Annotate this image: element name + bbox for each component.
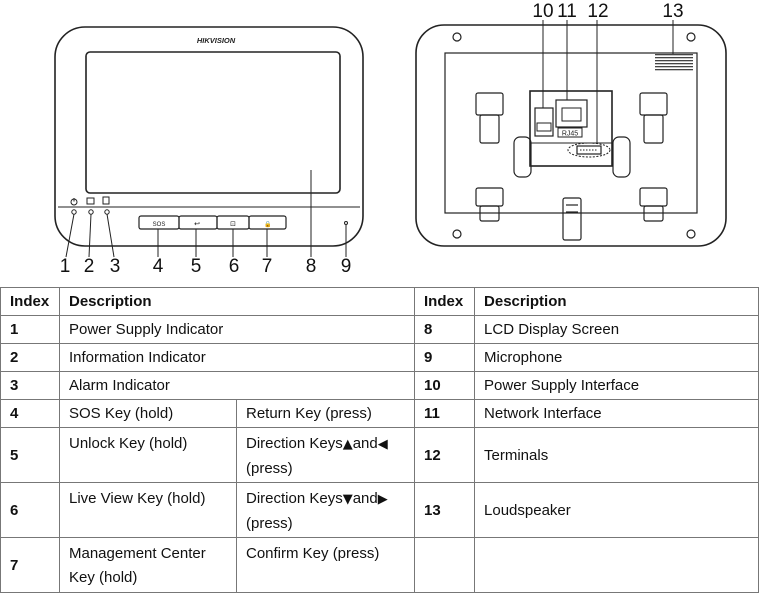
header-index-left: Index <box>0 287 60 316</box>
table-row: 6 Live View Key (hold) Direction Keys▼an… <box>0 482 760 538</box>
right-arrow-icon: ▶ <box>377 492 388 507</box>
callout-12: 12 <box>587 1 608 22</box>
row-detail: Return Key (press) <box>235 399 416 428</box>
rj45-label: RJ45 <box>562 131 578 138</box>
live-view-key-label: ⊡ <box>230 220 236 228</box>
callout-9: 9 <box>341 256 352 277</box>
row-index: 3 <box>0 371 60 400</box>
row-detail-text: Direction Keys <box>246 490 343 507</box>
row-detail-text: and <box>352 435 378 452</box>
row-detail: Confirm Key (press) <box>235 537 416 593</box>
callout-11: 11 <box>557 1 577 22</box>
table-row: 2 Information Indicator 9 Microphone <box>0 343 760 372</box>
row-index: 7 <box>0 537 60 593</box>
rear-plate <box>444 52 698 214</box>
row-description: Information Indicator <box>58 343 416 372</box>
sos-key-label: SOS <box>153 222 166 228</box>
up-arrow-icon: ▲ <box>342 437 353 452</box>
callout-6: 6 <box>229 256 240 277</box>
header-index-right: Index <box>414 287 476 316</box>
row-description: Power Supply Indicator <box>58 315 416 344</box>
row-description: Terminals <box>474 427 760 483</box>
row-index: 13 <box>414 482 476 538</box>
front-housing <box>54 26 364 247</box>
row-index: 6 <box>0 482 60 538</box>
rear-housing <box>415 24 727 247</box>
network-interface <box>555 99 588 128</box>
row-description: SOS Key (hold) <box>59 399 237 428</box>
row-detail-text: and <box>352 490 378 507</box>
row-index: 9 <box>414 343 476 372</box>
terminals <box>576 145 602 155</box>
header-description-right: Description <box>474 287 760 316</box>
header-description-left: Description <box>58 287 416 316</box>
rj45-label-box <box>557 127 583 138</box>
power-supply-interface <box>534 107 554 137</box>
row-index: 12 <box>414 427 476 483</box>
indicator-dot-3 <box>104 209 110 215</box>
row-description: Loudspeaker <box>474 482 760 538</box>
front-panel: HIKVISION SOS ↩ ⊡ 🔒 <box>54 26 364 258</box>
management-key-label: 🔒 <box>264 220 271 228</box>
row-description: Network Interface <box>474 399 760 428</box>
row-index: 1 <box>0 315 60 344</box>
row-description: Power Supply Interface <box>474 371 760 400</box>
row-detail-text: (press) <box>246 515 293 532</box>
row-description: Unlock Key (hold) <box>59 427 237 483</box>
empty-cell <box>474 537 760 593</box>
table-row: 1 Power Supply Indicator 8 LCD Display S… <box>0 315 760 344</box>
row-index: 2 <box>0 343 60 372</box>
interface-block <box>529 90 613 167</box>
table-row: 5 Unlock Key (hold) Direction Keys▲and◀ (… <box>0 427 760 483</box>
callout-4: 4 <box>153 256 164 277</box>
microphone-hole <box>344 221 348 225</box>
callout-3: 3 <box>110 256 121 277</box>
row-description: Alarm Indicator <box>58 371 416 400</box>
row-index: 4 <box>0 399 60 428</box>
row-detail-text: (press) <box>246 460 293 477</box>
table-row: 3 Alarm Indicator 10 Power Supply Interf… <box>0 371 760 400</box>
row-index: 11 <box>414 399 476 428</box>
row-description: Management Center Key (hold) <box>59 537 237 593</box>
down-arrow-icon: ▼ <box>342 492 353 507</box>
callout-1: 1 <box>60 256 71 277</box>
rear-panel: RJ45 <box>415 20 727 247</box>
callout-5: 5 <box>191 256 202 277</box>
callout-8: 8 <box>306 256 317 277</box>
callout-7: 7 <box>262 256 273 277</box>
row-description: Live View Key (hold) <box>59 482 237 538</box>
row-detail: Direction Keys▼and▶ (press) <box>235 482 416 538</box>
indicator-dot-1 <box>71 209 77 215</box>
row-detail-text: Direction Keys <box>246 435 343 452</box>
callout-13: 13 <box>662 1 683 22</box>
component-table: Index Description Index Description 1 Po… <box>0 287 760 593</box>
table-header-row: Index Description Index Description <box>0 287 760 316</box>
callout-2: 2 <box>84 256 95 277</box>
row-detail: Direction Keys▲and◀ (press) <box>235 427 416 483</box>
row-index: 5 <box>0 427 60 483</box>
table-row: 7 Management Center Key (hold) Confirm K… <box>0 537 760 593</box>
left-arrow-icon: ◀ <box>377 437 388 452</box>
terminals-highlight <box>567 142 611 158</box>
callout-10: 10 <box>532 1 553 22</box>
empty-cell <box>414 537 476 593</box>
row-index: 8 <box>414 315 476 344</box>
device-diagram: HIKVISION SOS ↩ ⊡ 🔒 1 <box>54 1 727 277</box>
loudspeaker-grille <box>655 54 693 71</box>
return-key-label: ↩ <box>194 220 200 228</box>
table-row: 4 SOS Key (hold) Return Key (press) 11 N… <box>0 399 760 428</box>
row-description: LCD Display Screen <box>474 315 760 344</box>
row-description: Microphone <box>474 343 760 372</box>
indicator-dot-2 <box>88 209 94 215</box>
information-indicator-icon <box>86 197 95 205</box>
lcd-screen <box>85 51 341 194</box>
alarm-indicator-icon <box>102 196 110 205</box>
brand-logo: HIKVISION <box>197 36 236 45</box>
row-index: 10 <box>414 371 476 400</box>
